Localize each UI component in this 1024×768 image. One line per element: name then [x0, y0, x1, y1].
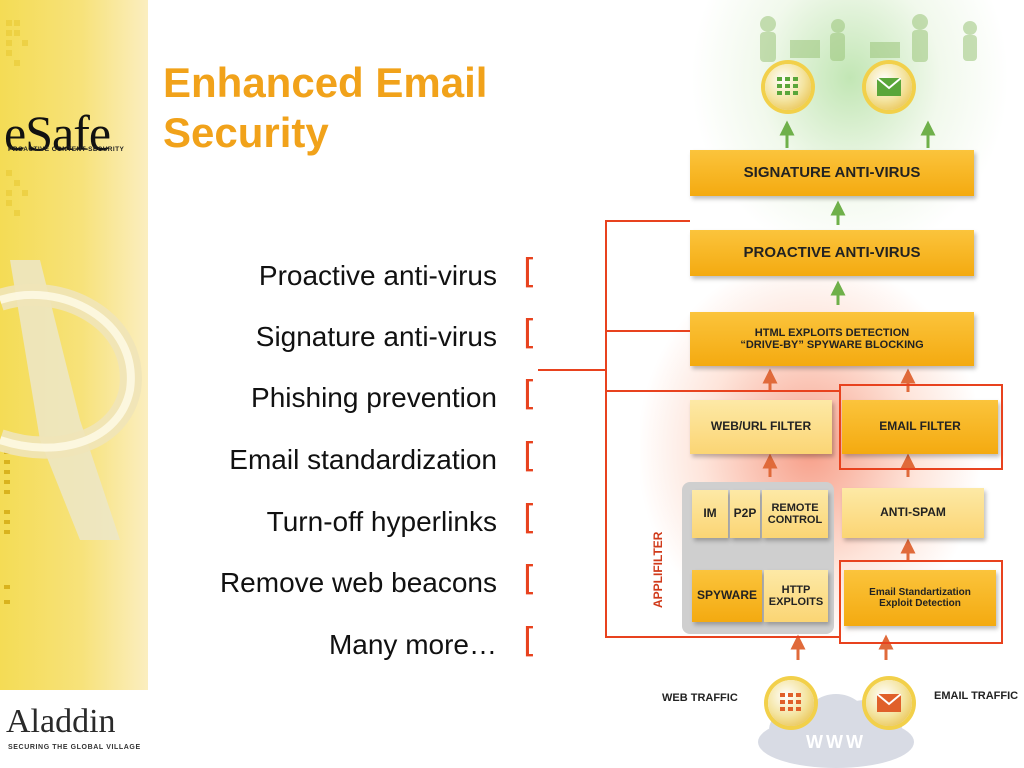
anti-spam-layer: ANTI-SPAM: [842, 488, 984, 538]
web-url-filter-layer: WEB/URL FILTER: [690, 400, 832, 454]
brand-strip: eSafe PROACTIVE CONTENT SECURITY: [0, 0, 148, 690]
bracket-marker: [: [523, 252, 537, 292]
email-filter-highlight: [839, 384, 1003, 470]
feature-item: Remove web beacons: [219, 567, 497, 598]
esafe-tagline: PROACTIVE CONTENT SECURITY: [8, 146, 125, 153]
email-std-line2: Exploit Detection: [879, 598, 961, 609]
web-apps-top-icon: [765, 64, 811, 110]
applifilter-label: APPLIFILTER: [651, 531, 665, 608]
bracket-marker: [: [523, 374, 537, 414]
cloud-graphic: WWW: [758, 694, 914, 768]
feature-item: Turn-off hyperlinks: [266, 506, 497, 537]
feature-item: Signature anti-virus: [255, 321, 497, 352]
aladdin-tagline: SECURING THE GLOBAL VILLAGE: [8, 744, 141, 751]
feature-item: Email standardization: [229, 444, 497, 475]
email-filter-layer: EMAIL FILTER: [842, 400, 998, 454]
http-exploits-layer: HTTP EXPLOITS: [764, 570, 828, 622]
html-exploits-layer: HTML EXPLOITS DETECTION “DRIVE-BY” SPYWA…: [690, 312, 974, 366]
web-traffic-icon: [768, 680, 814, 726]
email-standardization-layer: Email Standartization Exploit Detection: [844, 570, 996, 626]
email-std-highlight: [839, 560, 1003, 644]
grid-icon: [777, 77, 798, 95]
esafe-logo: eSafe: [4, 105, 111, 161]
www-label: WWW: [806, 732, 866, 752]
email-top-icon: [866, 64, 912, 110]
connector-line: [605, 390, 841, 392]
decorative-logo-graphic: [0, 20, 142, 604]
remote-control-line2: CONTROL: [767, 514, 823, 526]
bracket-marker: [: [523, 621, 537, 661]
bracket-marker: [: [523, 498, 537, 538]
im-layer: IM: [692, 490, 728, 538]
connector-line: [538, 369, 606, 371]
slide-title: Enhanced Email Security: [163, 58, 583, 158]
remote-control-layer: REMOTE CONTROL: [762, 490, 828, 538]
bracket-marker: [: [523, 559, 537, 599]
bracket-marker: [: [523, 313, 537, 353]
bracket-marker: [: [523, 436, 537, 476]
email-traffic-icon: [866, 680, 912, 726]
envelope-icon: [877, 78, 901, 96]
envelope-icon: [877, 694, 901, 712]
grid-icon: [780, 693, 801, 711]
diagram-top-glow: [690, 0, 1010, 260]
feature-item: Proactive anti-virus: [258, 260, 497, 291]
html-exploits-line2: “DRIVE-BY” SPYWARE BLOCKING: [740, 339, 924, 351]
proactive-antivirus-layer: PROACTIVE ANTI-VIRUS: [690, 230, 974, 276]
slide-title-line2: Security: [163, 109, 329, 156]
feature-item: Many more…: [328, 629, 497, 660]
users-illustration: [760, 14, 977, 62]
http-exploits-line1: HTTP: [781, 583, 811, 596]
email-std-line1: Email Standartization: [869, 587, 971, 598]
html-exploits-line1: HTML EXPLOITS DETECTION: [754, 326, 910, 339]
applifilter-text: APPLIFILTER: [651, 531, 665, 608]
connector-line: [605, 220, 607, 638]
p2p-layer: P2P: [730, 490, 760, 538]
slide-title-line1: Enhanced Email: [163, 59, 488, 106]
web-traffic-label: WEB TRAFFIC: [662, 692, 738, 704]
http-exploits-line2: EXPLOITS: [768, 596, 824, 608]
connector-line: [605, 330, 690, 332]
spyware-layer: SPYWARE: [692, 570, 762, 622]
feature-item: Phishing prevention: [251, 382, 497, 413]
remote-control-line1: REMOTE: [771, 501, 819, 514]
connector-line: [605, 220, 690, 222]
email-traffic-label: EMAIL TRAFFIC: [934, 690, 1019, 702]
connector-line: [605, 636, 841, 638]
signature-antivirus-layer: SIGNATURE ANTI-VIRUS: [690, 150, 974, 196]
aladdin-logo: Aladdin: [6, 703, 116, 740]
